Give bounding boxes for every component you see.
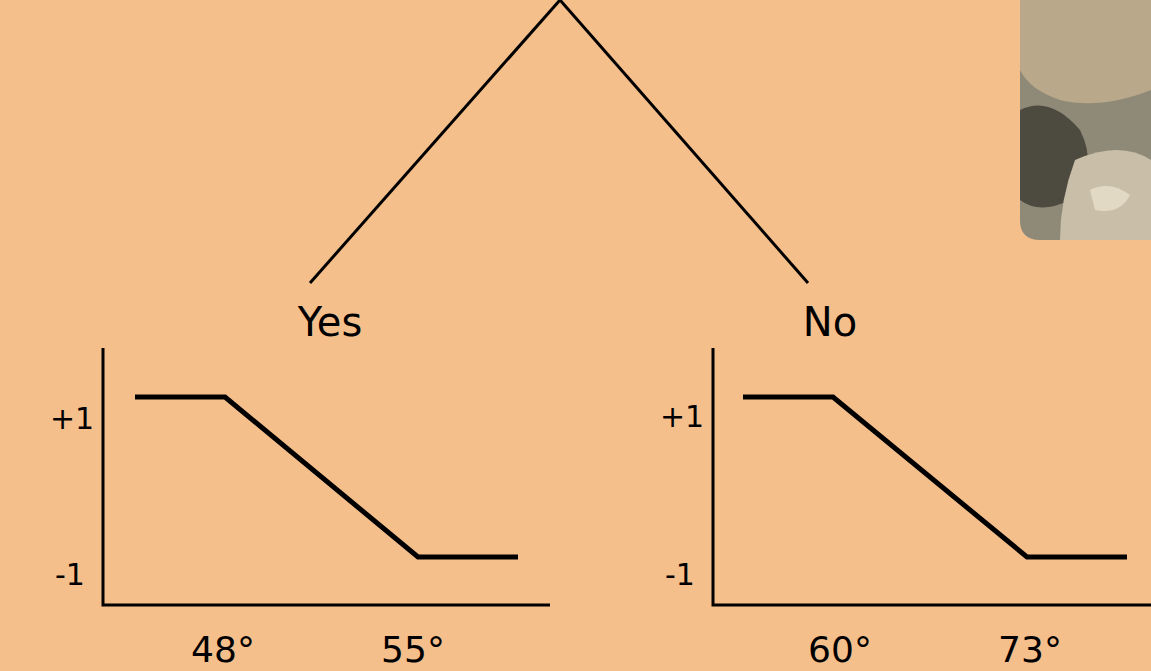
label-holder: 73°: [998, 630, 1062, 670]
axis: [103, 348, 550, 605]
tick-label: 73°: [998, 629, 1062, 670]
axis-value: -1: [55, 557, 85, 592]
branch-line: [560, 0, 808, 283]
label-holder: 48°: [191, 630, 255, 670]
photo-area: [1020, 0, 1151, 103]
label-holder: +1: [660, 400, 704, 433]
tick-label: 60°: [808, 629, 872, 670]
photo-rock: [1090, 186, 1130, 211]
label-holder: Yes: [298, 300, 363, 344]
photo-rocks: [1060, 150, 1151, 240]
tree-branches: [310, 0, 808, 283]
label-holder: +1: [50, 402, 94, 435]
branch-label: Yes: [298, 299, 363, 345]
branch-label: No: [803, 299, 857, 345]
tick-label: 48°: [191, 629, 255, 670]
label-holder: 55°: [381, 630, 445, 670]
axis-value: -1: [665, 557, 695, 592]
graph-axes: [103, 348, 1151, 605]
tick-label: 55°: [381, 629, 445, 670]
membership-curve: [135, 397, 518, 557]
curves: [135, 397, 1127, 557]
label-holder: No: [803, 300, 857, 344]
label-holder: -1: [55, 558, 85, 591]
photo: [1020, 0, 1151, 240]
axis: [713, 348, 1151, 605]
branch-line: [310, 0, 560, 283]
axis-value: +1: [660, 399, 704, 434]
label-holder: 60°: [808, 630, 872, 670]
membership-curve: [743, 397, 1127, 557]
photo-ground: [1020, 0, 1151, 240]
label-holder: -1: [665, 558, 695, 591]
axis-value: +1: [50, 401, 94, 436]
